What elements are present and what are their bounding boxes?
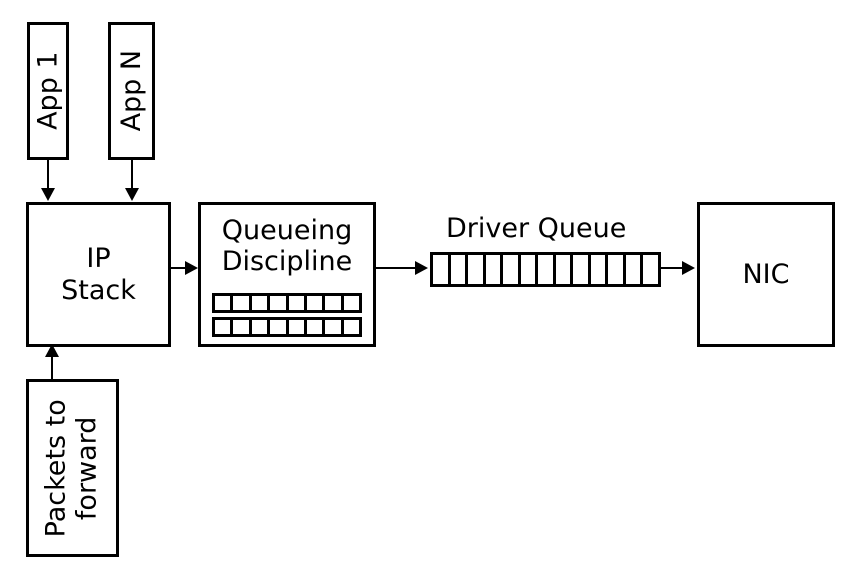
qdisc-queue-cell — [233, 320, 252, 334]
driver-queue-cell — [556, 255, 574, 284]
node-nic-label: NIC — [742, 258, 790, 290]
qdisc-queue-cell — [233, 296, 252, 310]
node-ip-stack-label: IP Stack — [61, 243, 136, 306]
app-n-label-wrap: App N — [111, 25, 152, 157]
qdisc-queue-cell — [270, 296, 289, 310]
edge-ip-stack-to-qdisc-line — [171, 267, 191, 269]
edge-driver-queue-to-nic-line — [661, 267, 687, 269]
node-driver-queue — [430, 252, 661, 287]
node-app-1: App 1 — [27, 22, 69, 160]
edge-app-n-to-ip-stack-arrowhead — [125, 188, 139, 201]
edge-app-1-to-ip-stack-arrowhead — [41, 188, 55, 201]
node-app-n-label: App N — [115, 50, 147, 132]
driver-queue-cell — [486, 255, 504, 284]
driver-queue-cell — [538, 255, 556, 284]
node-packets-to-forward: Packets to forward — [26, 379, 119, 557]
driver-queue-cell — [608, 255, 626, 284]
node-app-1-label: App 1 — [32, 51, 64, 131]
node-nic: NIC — [697, 202, 835, 347]
qdisc-queue-cell — [252, 320, 271, 334]
driver-queue-label: Driver Queue — [446, 213, 627, 244]
edge-qdisc-to-driver-queue-line — [376, 267, 420, 269]
edge-app-n-to-ip-stack-line — [131, 160, 133, 190]
qdisc-queue-grid — [212, 293, 362, 337]
qdisc-queue-cell — [289, 296, 307, 310]
edge-packets-to-ip-stack-line — [51, 355, 53, 380]
edge-app-1-to-ip-stack-line — [47, 160, 49, 190]
qdisc-queue-row — [212, 317, 362, 337]
qdisc-queue-cell — [325, 320, 344, 334]
edge-ip-stack-to-qdisc-arrowhead — [185, 261, 198, 275]
driver-queue-cell — [573, 255, 591, 284]
qdisc-queue-cell — [289, 320, 307, 334]
node-ip-stack: IP Stack — [26, 202, 171, 347]
edge-qdisc-to-driver-queue-arrowhead — [415, 261, 428, 275]
qdisc-queue-cell — [325, 296, 344, 310]
packets-to-forward-label-wrap: Packets to forward — [29, 382, 116, 554]
driver-queue-cell — [451, 255, 469, 284]
edge-packets-to-ip-stack-arrowhead — [45, 344, 59, 357]
driver-queue-cell — [503, 255, 521, 284]
driver-queue-cell — [521, 255, 539, 284]
node-queueing-discipline: Queueing Discipline — [198, 202, 376, 347]
app-1-label-wrap: App 1 — [30, 25, 66, 157]
qdisc-queue-cell — [270, 320, 289, 334]
driver-queue-cell — [433, 255, 451, 284]
driver-queue-cell — [643, 255, 658, 284]
driver-queue-cell — [626, 255, 644, 284]
driver-queue-cell — [591, 255, 609, 284]
qdisc-queue-cell — [344, 296, 359, 310]
qdisc-queue-cell — [252, 296, 271, 310]
node-app-n: App N — [108, 22, 155, 160]
qdisc-queue-cell — [307, 296, 326, 310]
qdisc-queue-cell — [344, 320, 359, 334]
node-queueing-discipline-label: Queueing Discipline — [221, 215, 353, 278]
edge-driver-queue-to-nic-arrowhead — [682, 261, 695, 275]
node-packets-to-forward-label: Packets to forward — [41, 398, 104, 538]
qdisc-queue-cell — [215, 320, 234, 334]
qdisc-queue-row — [212, 293, 362, 313]
qdisc-queue-cell — [215, 296, 234, 310]
driver-queue-cell — [468, 255, 486, 284]
qdisc-queue-cell — [307, 320, 326, 334]
